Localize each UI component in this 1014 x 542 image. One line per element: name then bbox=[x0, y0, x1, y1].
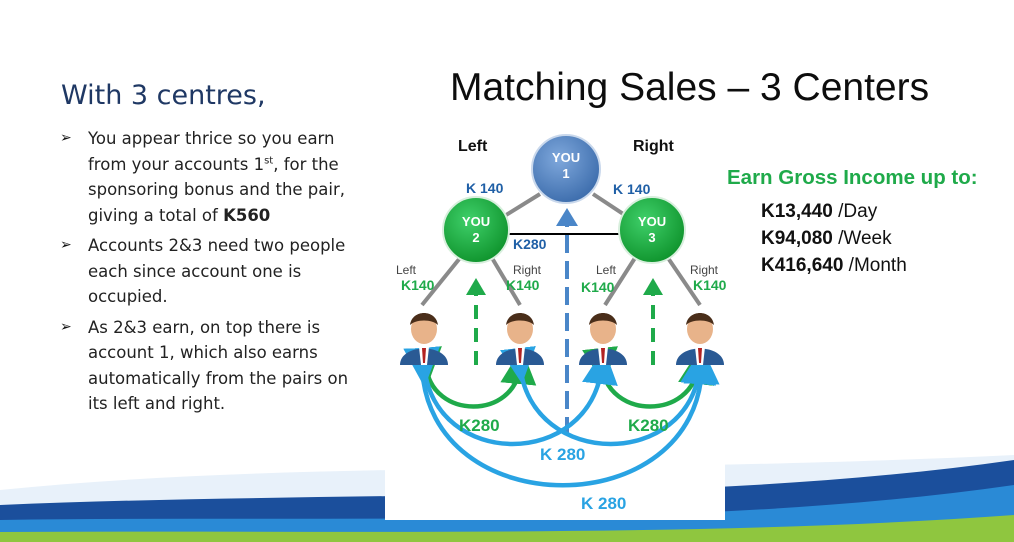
node-you-2: YOU 2 bbox=[442, 196, 510, 264]
earnings-title: Earn Gross Income up to: bbox=[727, 166, 978, 189]
earnings-period: /Day bbox=[832, 201, 878, 222]
arrow-bullet-icon: ➢ bbox=[60, 318, 72, 335]
label-k280-center: K280 bbox=[513, 236, 547, 252]
label-left: Left bbox=[458, 138, 488, 155]
bullet-item: ➢ As 2&3 earn, on top there is account 1… bbox=[60, 315, 370, 417]
bullet-item: ➢ You appear thrice so you earn from you… bbox=[60, 126, 370, 228]
earnings-period: /Week bbox=[832, 228, 892, 249]
green-dashed-arrows bbox=[466, 278, 663, 365]
earnings-list: K13,440 /Day K94,080 /Week K416,640 /Mon… bbox=[761, 198, 978, 279]
label-sub-right-2: Right bbox=[690, 263, 719, 277]
diagram-panel bbox=[385, 365, 725, 520]
bullet-text-sup: st bbox=[264, 155, 274, 166]
earnings-period: /Month bbox=[843, 255, 907, 276]
earnings-amount: K416,640 bbox=[761, 255, 844, 276]
node-2-line1: YOU bbox=[462, 214, 490, 229]
earnings-block: Earn Gross Income up to: K13,440 /Day K9… bbox=[727, 166, 978, 279]
bullet-text-bold: K560 bbox=[223, 205, 271, 225]
node-3-line2: 3 bbox=[648, 230, 655, 245]
person-icon bbox=[579, 313, 627, 365]
bullet-text: As 2&3 earn, on top there is account 1, … bbox=[88, 317, 349, 414]
earnings-amount: K94,080 bbox=[761, 228, 833, 249]
label-k140-4: K140 bbox=[693, 277, 727, 293]
label-sub-right-1: Right bbox=[513, 263, 542, 277]
label-k140-1: K140 bbox=[401, 277, 435, 293]
center-arrow-head bbox=[556, 208, 578, 226]
left-heading: With 3 centres, bbox=[61, 80, 266, 111]
node-1-line1: YOU bbox=[552, 150, 580, 165]
arrow-bullet-icon: ➢ bbox=[60, 237, 72, 253]
label-right: Right bbox=[633, 138, 675, 155]
bullet-list: ➢ You appear thrice so you earn from you… bbox=[60, 126, 370, 422]
curved-arrows bbox=[403, 346, 720, 488]
label-k140-3: K140 bbox=[581, 279, 615, 295]
label-k280-blue-bottom: K 280 bbox=[581, 494, 626, 513]
label-k280-blue-mid: K 280 bbox=[540, 445, 585, 464]
bullet-text-pre: You appear thrice so you earn from your … bbox=[88, 129, 335, 174]
bullet-text: Accounts 2&3 need two people each since … bbox=[88, 236, 346, 306]
arrow-bullet-icon: ➢ bbox=[60, 130, 72, 146]
node-you-1: YOU 1 bbox=[531, 134, 601, 204]
label-sub-left-1: Left bbox=[396, 263, 417, 277]
earnings-row-day: K13,440 /Day bbox=[761, 198, 978, 225]
label-k280-green-left: K280 bbox=[459, 416, 500, 435]
bullet-item: ➢ Accounts 2&3 need two people each sinc… bbox=[60, 233, 370, 310]
label-k140-2: K140 bbox=[506, 277, 540, 293]
bullet-text-mid: , for the sponsoring bonus and the pair,… bbox=[88, 154, 345, 225]
matching-diagram: YOU 1 YOU 2 YOU 3 bbox=[385, 134, 727, 520]
node-you-3: YOU 3 bbox=[618, 196, 686, 264]
node-3-line1: YOU bbox=[638, 214, 666, 229]
person-icon bbox=[400, 313, 448, 365]
node-2-line2: 2 bbox=[472, 230, 479, 245]
label-k140-top-left: K 140 bbox=[466, 180, 504, 196]
label-k280-green-right: K280 bbox=[628, 416, 669, 435]
person-icon bbox=[676, 313, 724, 365]
node-1-line2: 1 bbox=[562, 166, 569, 181]
diagram-title: Matching Sales – 3 Centers bbox=[450, 66, 930, 109]
earnings-row-month: K416,640 /Month bbox=[761, 252, 978, 279]
label-sub-left-2: Left bbox=[596, 263, 617, 277]
label-k140-top-right: K 140 bbox=[613, 181, 651, 197]
person-icon bbox=[496, 313, 544, 365]
earnings-row-week: K94,080 /Week bbox=[761, 225, 978, 252]
earnings-amount: K13,440 bbox=[761, 201, 833, 222]
